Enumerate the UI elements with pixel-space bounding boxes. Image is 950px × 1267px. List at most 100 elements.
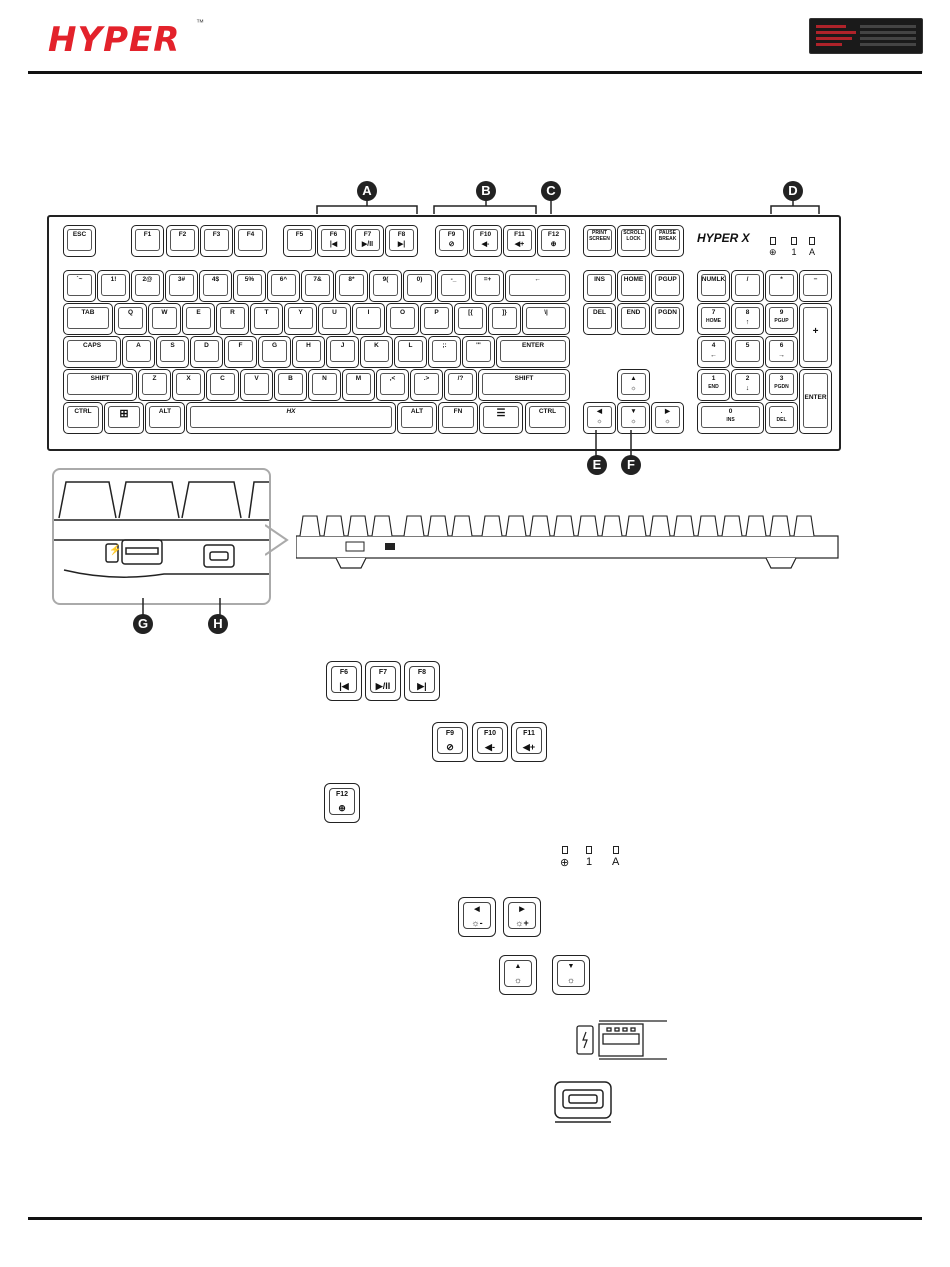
key-home: HOME (617, 270, 650, 302)
key-left-alt: ALT (145, 402, 185, 434)
key-scroll-lock: SCROLL LOCK (617, 225, 650, 257)
key-f6: F6|◀ (317, 225, 350, 257)
legend-led-game: ⊕ (560, 846, 569, 869)
key-num-4: 4← (697, 336, 730, 368)
side-keycap (371, 515, 393, 537)
brightness-up-icon: ☼+ (515, 918, 529, 928)
key-backspace: ← (505, 270, 570, 302)
callout-g: G (133, 614, 153, 634)
right-arrow-icon: → (778, 352, 785, 360)
key-1: 1! (97, 270, 130, 302)
key-0: 0) (403, 270, 436, 302)
legend-key-f9: F9⊘ (432, 722, 468, 762)
callout-h: H (208, 614, 228, 634)
brightness-icon: ☼ (513, 975, 523, 985)
key-num-4-label: 4 (711, 342, 716, 349)
windows-key-icon: ⊞ (104, 402, 144, 434)
key-end: END (617, 303, 650, 335)
logo-text: HYPER (48, 20, 181, 60)
key-numlock: NUMLK (697, 270, 730, 302)
side-keycap (505, 515, 527, 537)
legend-key-f10: F10◀- (472, 722, 508, 762)
key-num-multiply: * (765, 270, 798, 302)
led-indicator (586, 846, 593, 854)
key-right-alt: ALT (397, 402, 437, 434)
key-z: Z (138, 369, 171, 401)
key-left-shift: SHIFT (63, 369, 137, 401)
header-rule (28, 71, 922, 74)
key-pause-break: PAUSE BREAK (651, 225, 684, 257)
key-num-0-sub: INS (726, 417, 735, 424)
key-5: 5% (233, 270, 266, 302)
legend-key-right: ▶☼+ (503, 897, 541, 937)
callout-c: C (541, 181, 561, 201)
callout-b: B (476, 181, 496, 201)
key-tab: TAB (63, 303, 113, 335)
down-arrow-icon: ▼ (630, 408, 637, 415)
side-keycap (673, 515, 695, 537)
key-f11-label: F11 (514, 231, 525, 238)
key-delete: DEL (583, 303, 616, 335)
key-right-shift: SHIFT (478, 369, 570, 401)
usb-port-icon (576, 1020, 667, 1060)
key-print-screen: PRINT SCREEN (583, 225, 616, 257)
key-2: 2@ (131, 270, 164, 302)
key-x: X (172, 369, 205, 401)
up-arrow-icon: ▲ (514, 963, 522, 970)
footer-rule (28, 1217, 922, 1220)
legend-key-f7: F7▶/II (365, 661, 401, 701)
key-num-dot-sub: DEL (776, 417, 787, 424)
key-g: G (258, 336, 291, 368)
legend-key-f12: F12⊕ (324, 783, 360, 823)
key-t: T (250, 303, 283, 335)
next-track-icon: ▶| (417, 681, 427, 691)
callout-a: A (357, 181, 377, 201)
left-arrow-icon: ← (710, 352, 717, 360)
legend-f8-label: F8 (417, 669, 427, 676)
side-keycap (451, 515, 473, 537)
previous-track-icon: |◀ (339, 681, 349, 691)
key-num-8: 8↑ (731, 303, 764, 335)
up-arrow-icon: ▲ (630, 375, 637, 382)
side-keycap (649, 515, 671, 537)
key-f1: F1 (131, 225, 164, 257)
brightness-icon: ☼ (630, 385, 637, 393)
key-f9: F9⊘ (435, 225, 468, 257)
port-zoom-inset: ⚡ (52, 468, 271, 605)
key-arrow-right: ▶☼ (651, 402, 684, 434)
mute-icon: ⊘ (448, 241, 455, 249)
key-enter: ENTER (496, 336, 570, 368)
legend-key-f11: F11◀+ (511, 722, 547, 762)
key-num-enter: ENTER (799, 369, 832, 434)
key-spacebar: HX (186, 402, 396, 434)
legend-num-led-label: 1 (586, 856, 593, 868)
legend-led-num: 1 (586, 846, 592, 868)
side-keycap (553, 515, 575, 537)
key-f12-label: F12 (547, 231, 560, 238)
key-num-5-label: 5 (745, 342, 750, 349)
key-arrow-down: ▼☼ (617, 402, 650, 434)
keyboard-diagram: ESC F1 F2 F3 F4 F5 F6|◀ F7▶/II F8▶| F9⊘ … (47, 215, 841, 451)
key-left-ctrl: CTRL (63, 402, 103, 434)
volume-down-icon: ◀- (485, 742, 495, 752)
play-pause-icon: ▶/II (361, 241, 374, 249)
side-keycap (793, 515, 815, 537)
legend-key-up: ▲☼ (499, 955, 537, 995)
keyboard-thumbnail (809, 18, 923, 54)
key-n: N (308, 369, 341, 401)
up-arrow-icon: ↑ (745, 319, 750, 327)
key-i: I (352, 303, 385, 335)
key-arrow-left: ◀☼ (583, 402, 616, 434)
key-c: C (206, 369, 239, 401)
key-f8: F8▶| (385, 225, 418, 257)
key-comma: ,< (376, 369, 409, 401)
key-num-minus: − (799, 270, 832, 302)
key-6: 6^ (267, 270, 300, 302)
key-f2: F2 (166, 225, 199, 257)
keyboard-side-closeup (54, 481, 269, 578)
key-page-up: PGUP (651, 270, 684, 302)
legend-caps-led-label: A (612, 856, 620, 868)
